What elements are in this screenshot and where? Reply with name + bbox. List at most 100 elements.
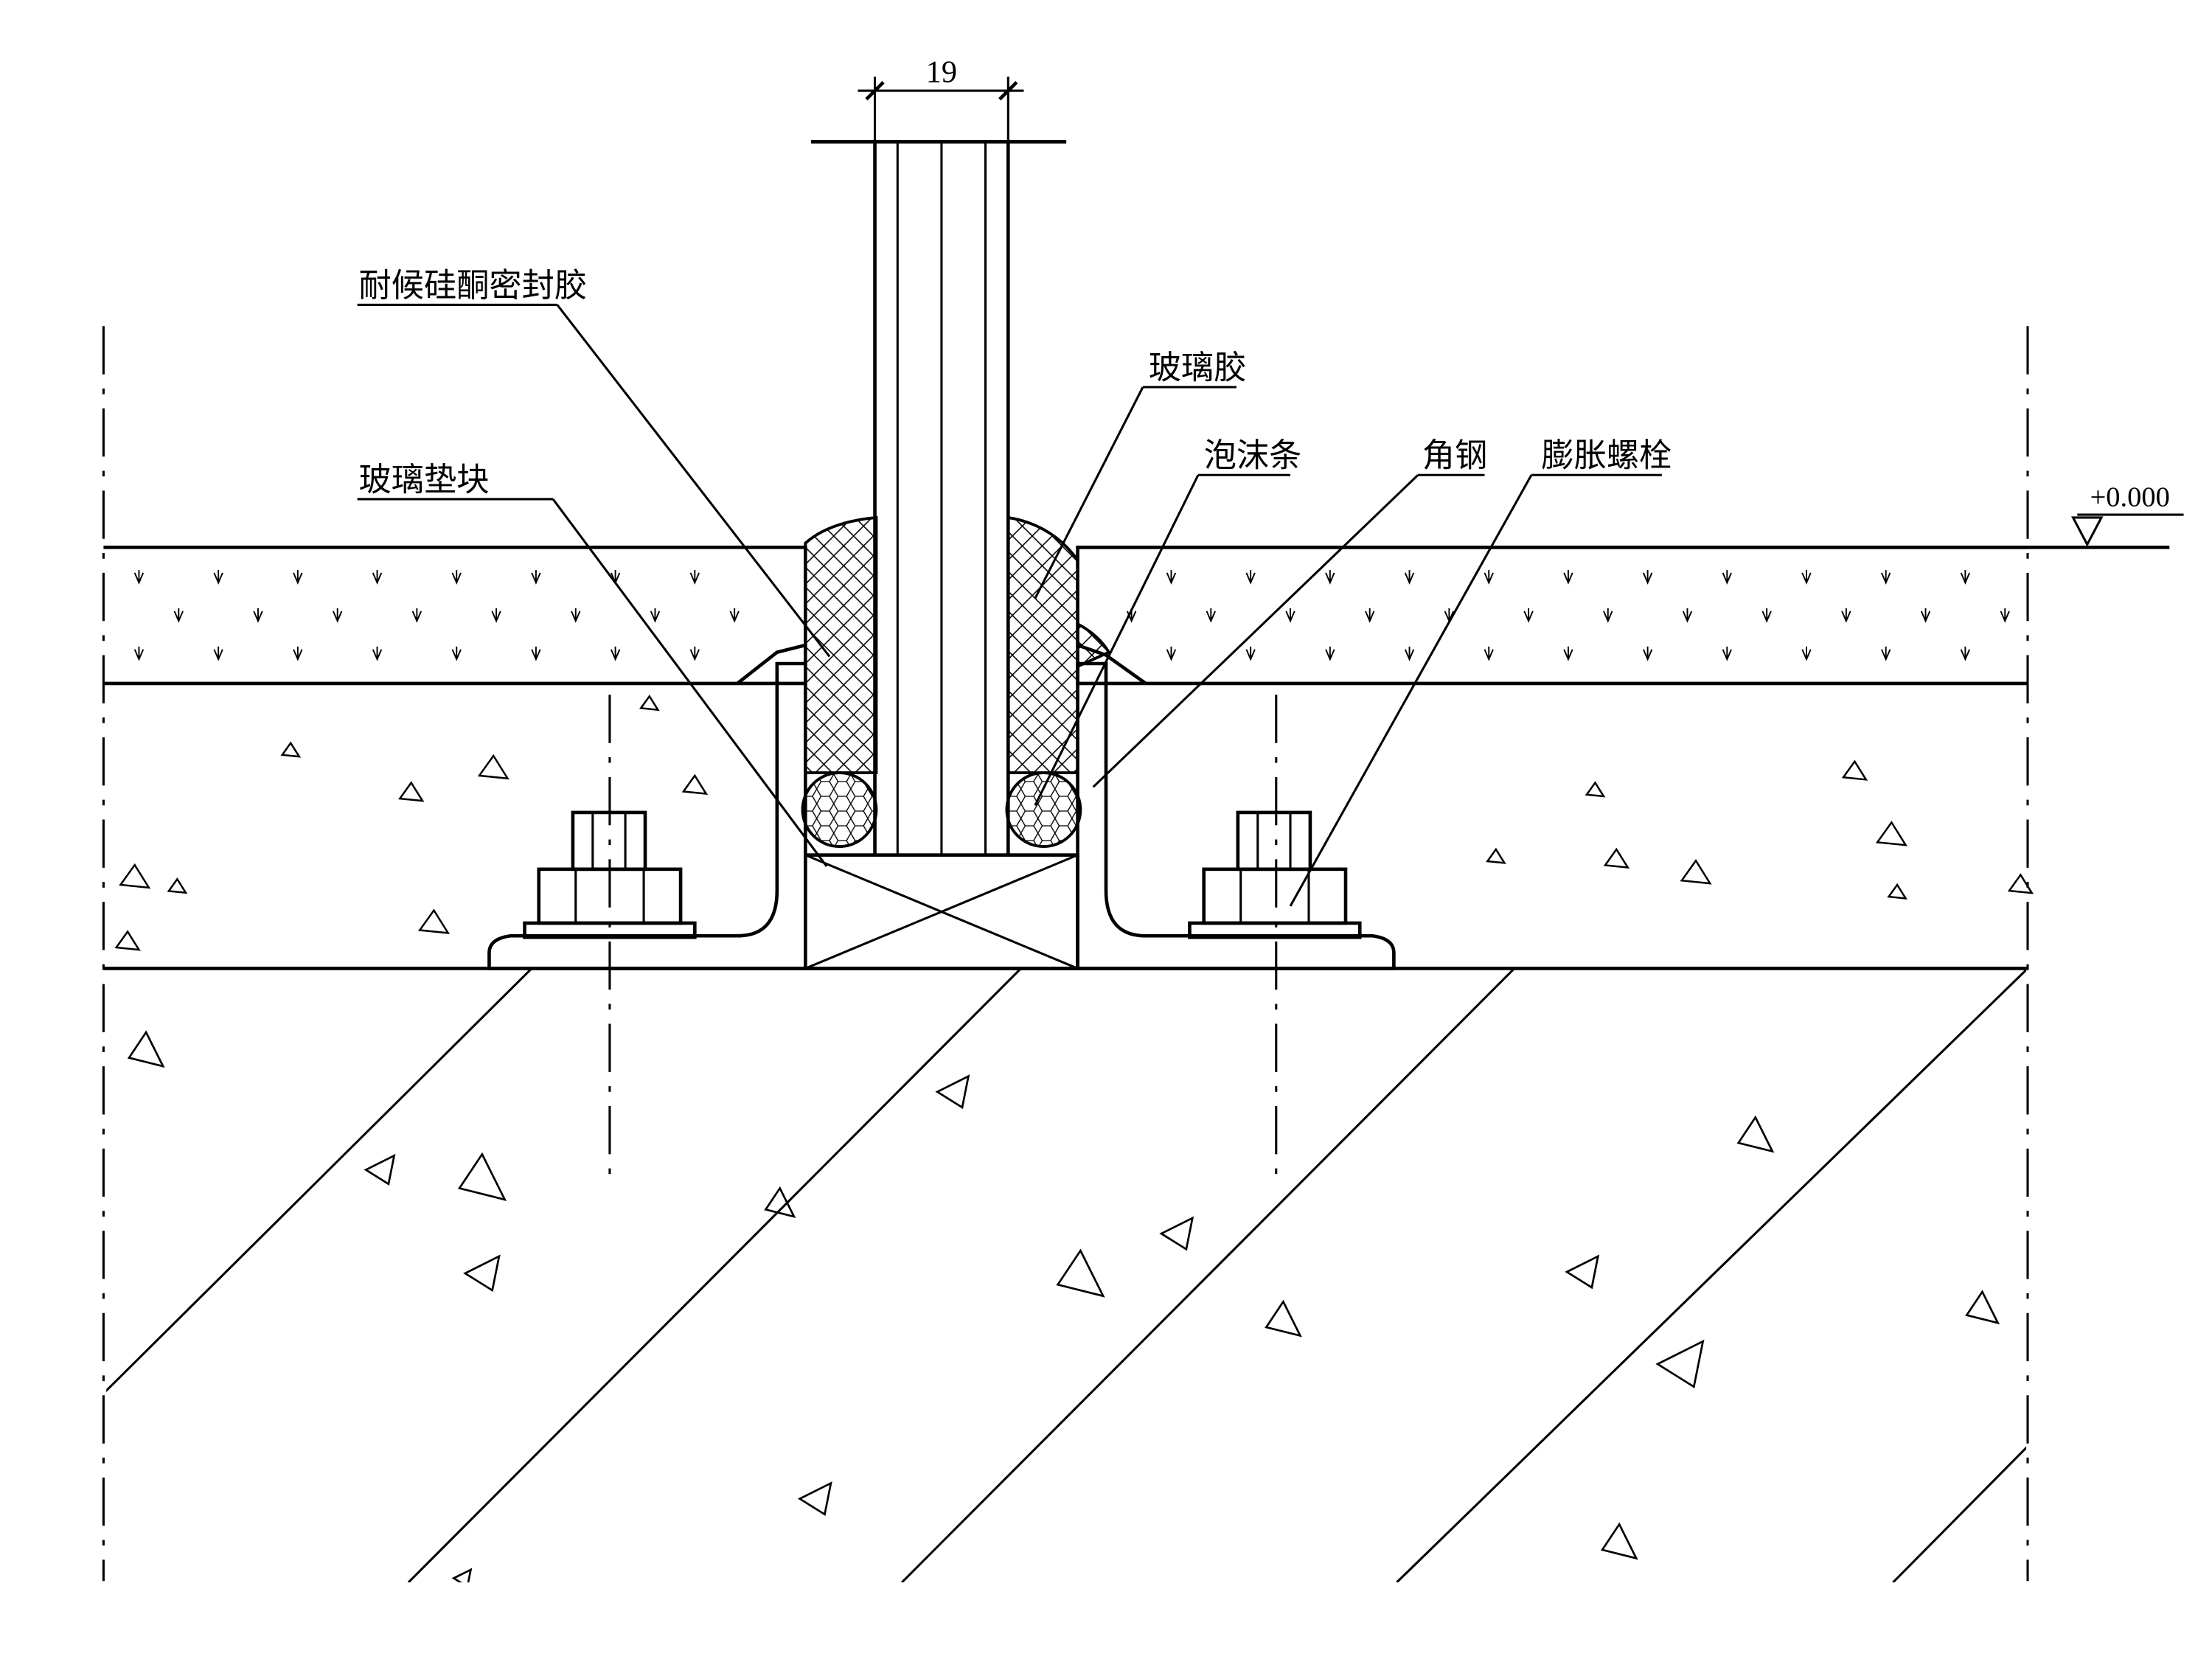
screed-mark bbox=[417, 908, 451, 934]
label-angle-steel: 角钢 bbox=[1422, 437, 1487, 475]
finish-mark bbox=[610, 570, 621, 585]
screed-mark bbox=[398, 781, 425, 802]
glass-setting-block bbox=[804, 853, 1079, 970]
finish-mark bbox=[1484, 570, 1494, 585]
slab-mark bbox=[1159, 1216, 1194, 1251]
slab-mark bbox=[1600, 1522, 1638, 1560]
finish-mark bbox=[1960, 570, 1971, 585]
screed-mark bbox=[1585, 781, 1606, 798]
screed-mark bbox=[1841, 759, 1868, 781]
finish-mark bbox=[1960, 646, 1971, 661]
finish-mark bbox=[1325, 570, 1335, 585]
finish-mark bbox=[293, 570, 303, 585]
finish-mark bbox=[173, 608, 184, 623]
screed-mark bbox=[1486, 847, 1506, 864]
slab-mark bbox=[764, 1186, 796, 1219]
finish-mark bbox=[531, 570, 541, 585]
screed-aggregate-marks bbox=[114, 694, 2034, 951]
finish-mark bbox=[2000, 608, 2010, 623]
finish-mark bbox=[610, 646, 621, 661]
finish-mark bbox=[1722, 646, 1732, 661]
screed-mark bbox=[167, 877, 188, 894]
finish-mark bbox=[1920, 608, 1931, 623]
finish-mark bbox=[1563, 570, 1573, 585]
finish-mark bbox=[1881, 570, 1891, 585]
elevation-mark: +0.000 bbox=[2070, 482, 2184, 547]
foam-rod-left bbox=[801, 771, 878, 848]
finish-mark bbox=[1603, 608, 1613, 623]
dimension-value: 19 bbox=[926, 55, 957, 90]
finish-mark bbox=[531, 646, 541, 661]
slab-mark bbox=[1056, 1248, 1105, 1298]
finish-mark bbox=[689, 646, 700, 661]
callout-glass-glue: 玻璃胶 bbox=[1034, 349, 1247, 599]
screed-mark bbox=[639, 694, 660, 712]
structural-slab bbox=[106, 968, 2027, 1583]
callout-foam-rod: 泡沫条 bbox=[1034, 437, 1302, 806]
finish-mark bbox=[1365, 608, 1375, 623]
label-weather-sealant: 耐候硅酮密封胶 bbox=[359, 267, 588, 305]
slab-mark bbox=[364, 1153, 396, 1186]
slab-mark bbox=[1565, 1254, 1600, 1290]
finish-mark bbox=[1166, 646, 1177, 661]
label-glass-setting-block: 玻璃垫块 bbox=[359, 461, 490, 498]
finish-mark bbox=[1722, 570, 1732, 585]
screed-mark bbox=[681, 773, 709, 796]
finish-mark bbox=[689, 570, 700, 585]
finish-mark bbox=[571, 608, 581, 623]
glass-thickness-dimension: 19 bbox=[858, 55, 1024, 142]
finish-mark bbox=[213, 570, 223, 585]
label-glass-glue: 玻璃胶 bbox=[1149, 349, 1247, 386]
slab-mark bbox=[1265, 1299, 1302, 1338]
slab-mark bbox=[797, 1481, 832, 1517]
slab-mark bbox=[451, 1568, 473, 1583]
screed-mark bbox=[1680, 859, 1712, 885]
finish-mark bbox=[729, 608, 740, 623]
finish-mark bbox=[372, 646, 383, 661]
finish-mark bbox=[253, 608, 263, 623]
callout-glass-setting-block: 玻璃垫块 bbox=[357, 461, 828, 867]
finish-mark bbox=[1642, 646, 1653, 661]
floor-finish-layer bbox=[103, 546, 2170, 686]
finish-mark bbox=[1642, 570, 1653, 585]
finish-mark bbox=[293, 646, 303, 661]
finish-mark bbox=[1801, 646, 1812, 661]
finish-mark bbox=[491, 608, 501, 623]
finish-hatch-marks bbox=[133, 570, 2010, 661]
finish-mark bbox=[1682, 608, 1693, 623]
callout-expansion-bolt: 膨胀螺栓 bbox=[1289, 437, 1672, 907]
finish-mark bbox=[1404, 646, 1415, 661]
finish-mark bbox=[451, 570, 462, 585]
glass-glue-left bbox=[804, 515, 878, 774]
glass-panel bbox=[811, 140, 1067, 855]
finish-mark bbox=[1245, 646, 1256, 661]
callout-angle-steel: 角钢 bbox=[1092, 437, 1487, 788]
finish-mark bbox=[333, 608, 343, 623]
finish-mark bbox=[1801, 570, 1812, 585]
boundary-lines bbox=[102, 326, 2029, 1582]
finish-mark bbox=[1206, 608, 1216, 623]
finish-mark bbox=[372, 570, 383, 585]
slab-mark bbox=[1965, 1290, 2000, 1325]
expansion-bolt-left bbox=[523, 695, 697, 1184]
slab-mark bbox=[127, 1030, 165, 1068]
finish-mark bbox=[1166, 570, 1177, 585]
finish-mark bbox=[1404, 570, 1415, 585]
slab-aggregate-marks bbox=[127, 1030, 2000, 1583]
finish-mark bbox=[1523, 608, 1534, 623]
finish-mark bbox=[650, 608, 661, 623]
finish-mark bbox=[1563, 646, 1573, 661]
label-foam-rod: 泡沫条 bbox=[1204, 437, 1302, 475]
screed-mark bbox=[2007, 873, 2034, 894]
screed-mark bbox=[119, 863, 151, 889]
screed-mark bbox=[1887, 883, 1908, 900]
screed-mark bbox=[1603, 847, 1630, 869]
finish-mark bbox=[1285, 608, 1295, 623]
foam-rod-right bbox=[1005, 771, 1082, 848]
slab-mark bbox=[463, 1254, 501, 1293]
screed-mark bbox=[114, 930, 141, 951]
elevation-value: +0.000 bbox=[2090, 482, 2170, 513]
slab-mark bbox=[935, 1074, 970, 1110]
finish-mark bbox=[1841, 608, 1851, 623]
slab-mark bbox=[1655, 1339, 1705, 1388]
